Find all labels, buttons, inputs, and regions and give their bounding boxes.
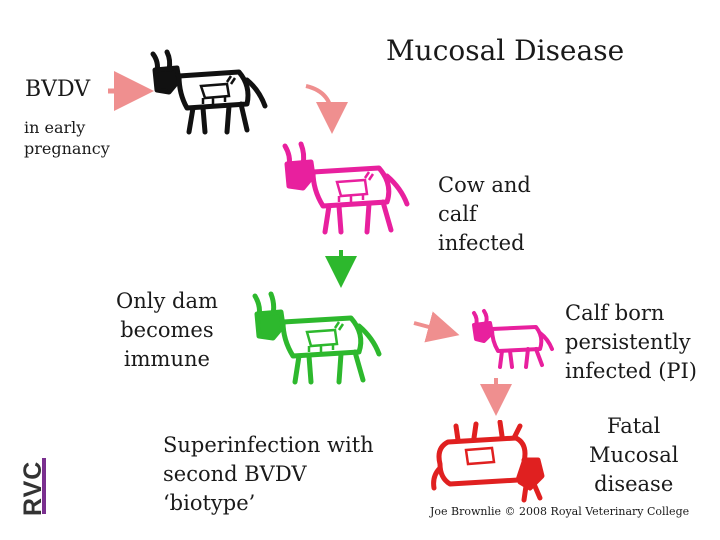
- cow-calf-line-1: Cow and: [438, 173, 531, 197]
- black-cow-pregnant-icon: [150, 49, 268, 135]
- pink-cow-infected-icon: [282, 141, 410, 235]
- fatal-line-1: Fatal: [607, 414, 661, 438]
- superinfection-label: Superinfection with second BVDV ‘biotype…: [163, 431, 374, 518]
- cow-calf-line-2: calf: [438, 202, 477, 226]
- superinf-line-3: ‘biotype’: [163, 491, 256, 515]
- calf-born-pi-label: Calf born persistently infected (PI): [565, 299, 697, 386]
- pink-calf-persistently-infected-icon: [472, 309, 554, 369]
- copyright-credit: Joe Brownlie © 2008 Royal Veterinary Col…: [430, 505, 690, 518]
- red-cow-fatal-icon: [431, 420, 545, 503]
- cow-calf-line-3: infected: [438, 231, 525, 255]
- early-pregnancy-line-1: in early: [24, 118, 86, 137]
- dam-line-1: Only dam: [116, 289, 218, 313]
- rvc-logo: RVC: [19, 458, 47, 516]
- fatal-line-2: Mucosal: [589, 443, 679, 467]
- calf-born-line-1: Calf born: [565, 301, 665, 325]
- superinf-line-2: second BVDV: [163, 462, 307, 486]
- superinf-line-1: Superinfection with: [163, 433, 374, 457]
- green-cow-immune-icon: [252, 291, 382, 385]
- early-pregnancy-label: in early pregnancy: [24, 117, 110, 159]
- calf-born-line-3: infected (PI): [565, 359, 697, 383]
- fatal-line-3: disease: [594, 472, 674, 496]
- calf-born-arrow: [413, 311, 460, 343]
- dam-line-3: immune: [123, 347, 210, 371]
- slide-title: Mucosal Disease: [386, 34, 625, 67]
- fatal-mucosal-disease-label: Fatal Mucosal disease: [589, 412, 678, 499]
- bvdv-label: BVDV: [25, 77, 91, 102]
- calf-born-line-2: persistently: [565, 330, 691, 354]
- pregnancy-curved-arrow: [305, 84, 348, 134]
- only-dam-immune-label: Only dam becomes immune: [116, 287, 218, 374]
- early-pregnancy-line-2: pregnancy: [24, 139, 110, 158]
- cow-and-calf-infected-label: Cow and calf infected: [438, 171, 531, 258]
- dam-line-2: becomes: [120, 318, 214, 342]
- rvc-logo-bar: [42, 458, 46, 514]
